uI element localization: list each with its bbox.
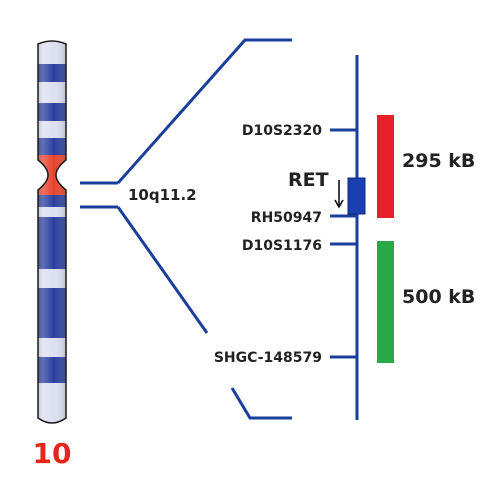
band-pointer-lines [80, 181, 118, 209]
band-label: 10q11.2 [128, 186, 197, 204]
marker-label: SHGC-148579 [214, 350, 322, 366]
chromosome-number: 10 [33, 437, 72, 470]
physical-map [330, 55, 359, 420]
chromosome-ideogram [37, 40, 67, 424]
marker-labels: D10S2320 RH50947 D10S1176 SHGC-148579 [214, 123, 322, 366]
ret-gene-box [347, 177, 366, 215]
region-label: 295 kB [402, 150, 475, 172]
chromosome-shading [38, 41, 66, 423]
region-bar-295kb [377, 115, 394, 218]
zoom-line-bottom [230, 387, 292, 420]
chromosome-outline [37, 40, 67, 424]
region-label: 500 kB [402, 286, 475, 308]
region-bar-500kb [377, 241, 394, 363]
gene-label: RET [288, 169, 329, 191]
down-arrow-icon [334, 180, 344, 209]
zoom-line-lower [116, 206, 209, 334]
marker-label: D10S1176 [242, 238, 322, 254]
marker-label: RH50947 [251, 210, 322, 226]
zoom-line-upper [116, 38, 292, 184]
marker-label: D10S2320 [242, 123, 322, 139]
zoom-lines [116, 38, 292, 420]
